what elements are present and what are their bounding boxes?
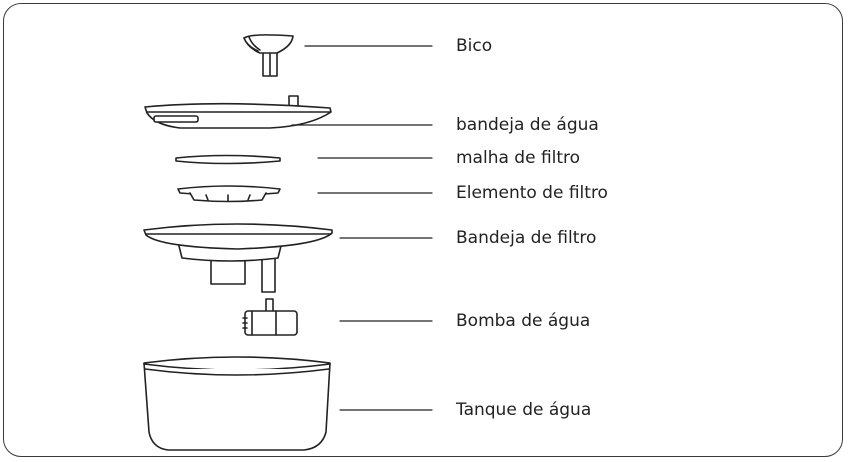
filter-tray-part [143,223,333,293]
label-bomba-agua: Bomba de água [456,311,591,331]
label-elemento-filtro: Elemento de filtro [456,183,608,203]
label-malha-filtro: malha de filtro [456,148,581,168]
filter-element-part [177,185,281,203]
filter-mesh-part [175,154,281,165]
label-bandeja-filtro: Bandeja de filtro [456,228,597,248]
water-pump-part [242,298,298,336]
label-tanque-agua: Tanque de água [456,400,592,420]
leader-lines [291,45,433,411]
water-tray-part [144,95,332,129]
label-bandeja-agua: bandeja de água [456,115,599,135]
label-bico: Bico [456,36,493,56]
nozzle-part [243,34,294,77]
diagram-frame [3,3,843,457]
water-tank-part [143,356,331,451]
